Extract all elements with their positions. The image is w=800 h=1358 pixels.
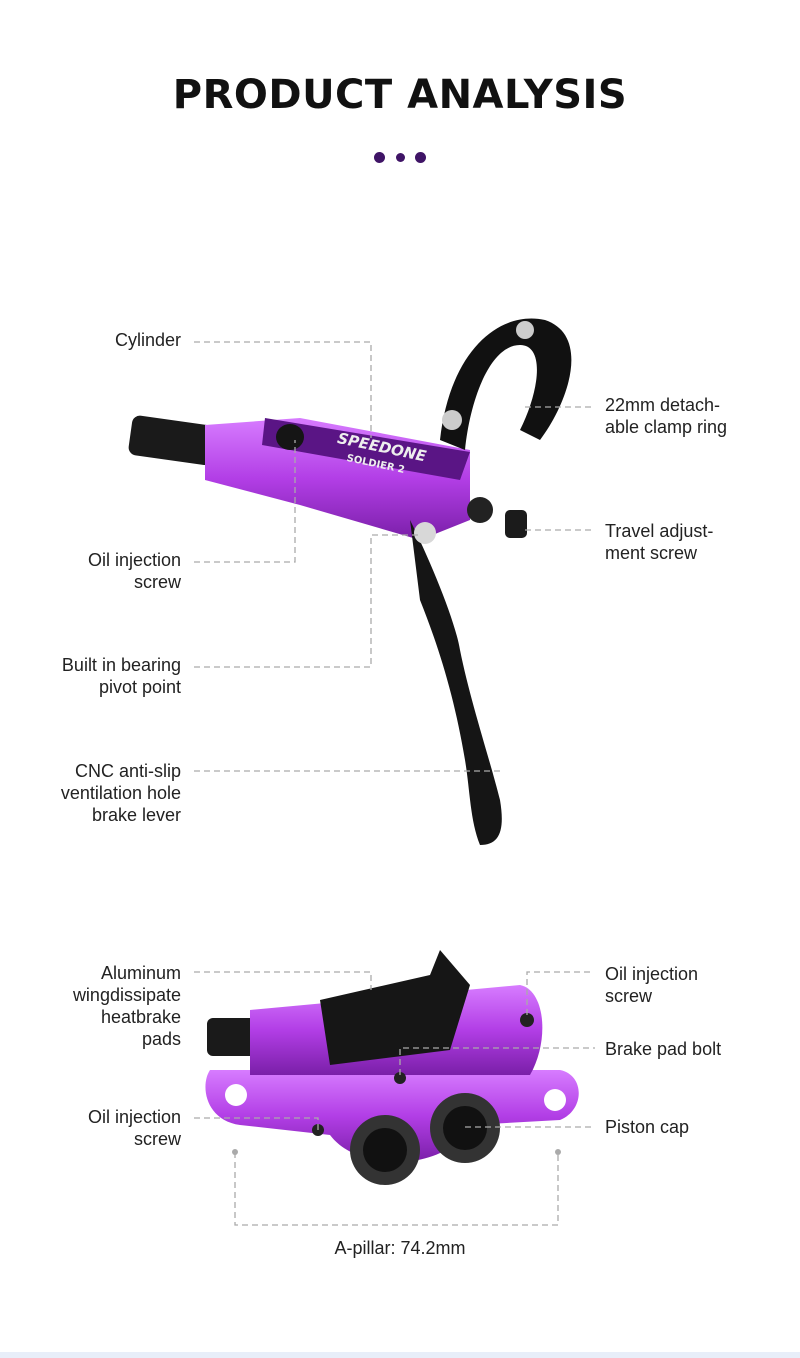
label-line: Travel adjust- bbox=[605, 521, 714, 541]
title-dots-decoration bbox=[0, 149, 800, 167]
label-line: ment screw bbox=[605, 543, 698, 563]
dot-icon bbox=[374, 152, 386, 164]
label-line: screw bbox=[605, 986, 653, 1006]
label-line: Built in bearing bbox=[61, 655, 181, 675]
label-line: screw bbox=[133, 572, 181, 592]
label-travel-screw: Travel adjust-ment screw bbox=[605, 520, 713, 564]
label-line: Oil injection bbox=[87, 1107, 181, 1127]
brake-caliper-image bbox=[205, 950, 579, 1185]
leader-lines bbox=[194, 341, 595, 1226]
label-line: Oil injection bbox=[87, 550, 181, 570]
label-line: Aluminum bbox=[100, 963, 181, 983]
label-clamp-ring: 22mm detach-able clamp ring bbox=[605, 394, 727, 438]
label-line: pivot point bbox=[98, 677, 181, 697]
label-line: heatbrake bbox=[100, 1007, 181, 1027]
dot-icon bbox=[414, 152, 426, 164]
page-title: PRODUCT ANALYSIS bbox=[172, 72, 628, 118]
label-line: Oil injection bbox=[605, 964, 699, 984]
label-cylinder: Cylinder bbox=[114, 330, 181, 350]
label-line: wingdissipate bbox=[72, 985, 181, 1005]
dot-icon bbox=[395, 153, 405, 163]
label-brake-pad-bolt: Brake pad bolt bbox=[605, 1039, 722, 1059]
label-line: brake lever bbox=[91, 805, 181, 825]
dimension-label: A-pillar: 74.2mm bbox=[334, 1238, 466, 1258]
label-line: ventilation hole bbox=[60, 783, 181, 803]
label-line: 22mm detach- bbox=[605, 395, 721, 415]
label-piston-cap: Piston cap bbox=[605, 1117, 690, 1137]
brake-lever-image: SPEEDONE SOLDIER 2 bbox=[128, 318, 572, 845]
label-line: screw bbox=[133, 1129, 181, 1149]
label-line: CNC anti-slip bbox=[74, 761, 181, 781]
bottom-band bbox=[0, 1352, 800, 1358]
label-line: able clamp ring bbox=[605, 417, 728, 437]
label-line: pads bbox=[141, 1029, 181, 1049]
